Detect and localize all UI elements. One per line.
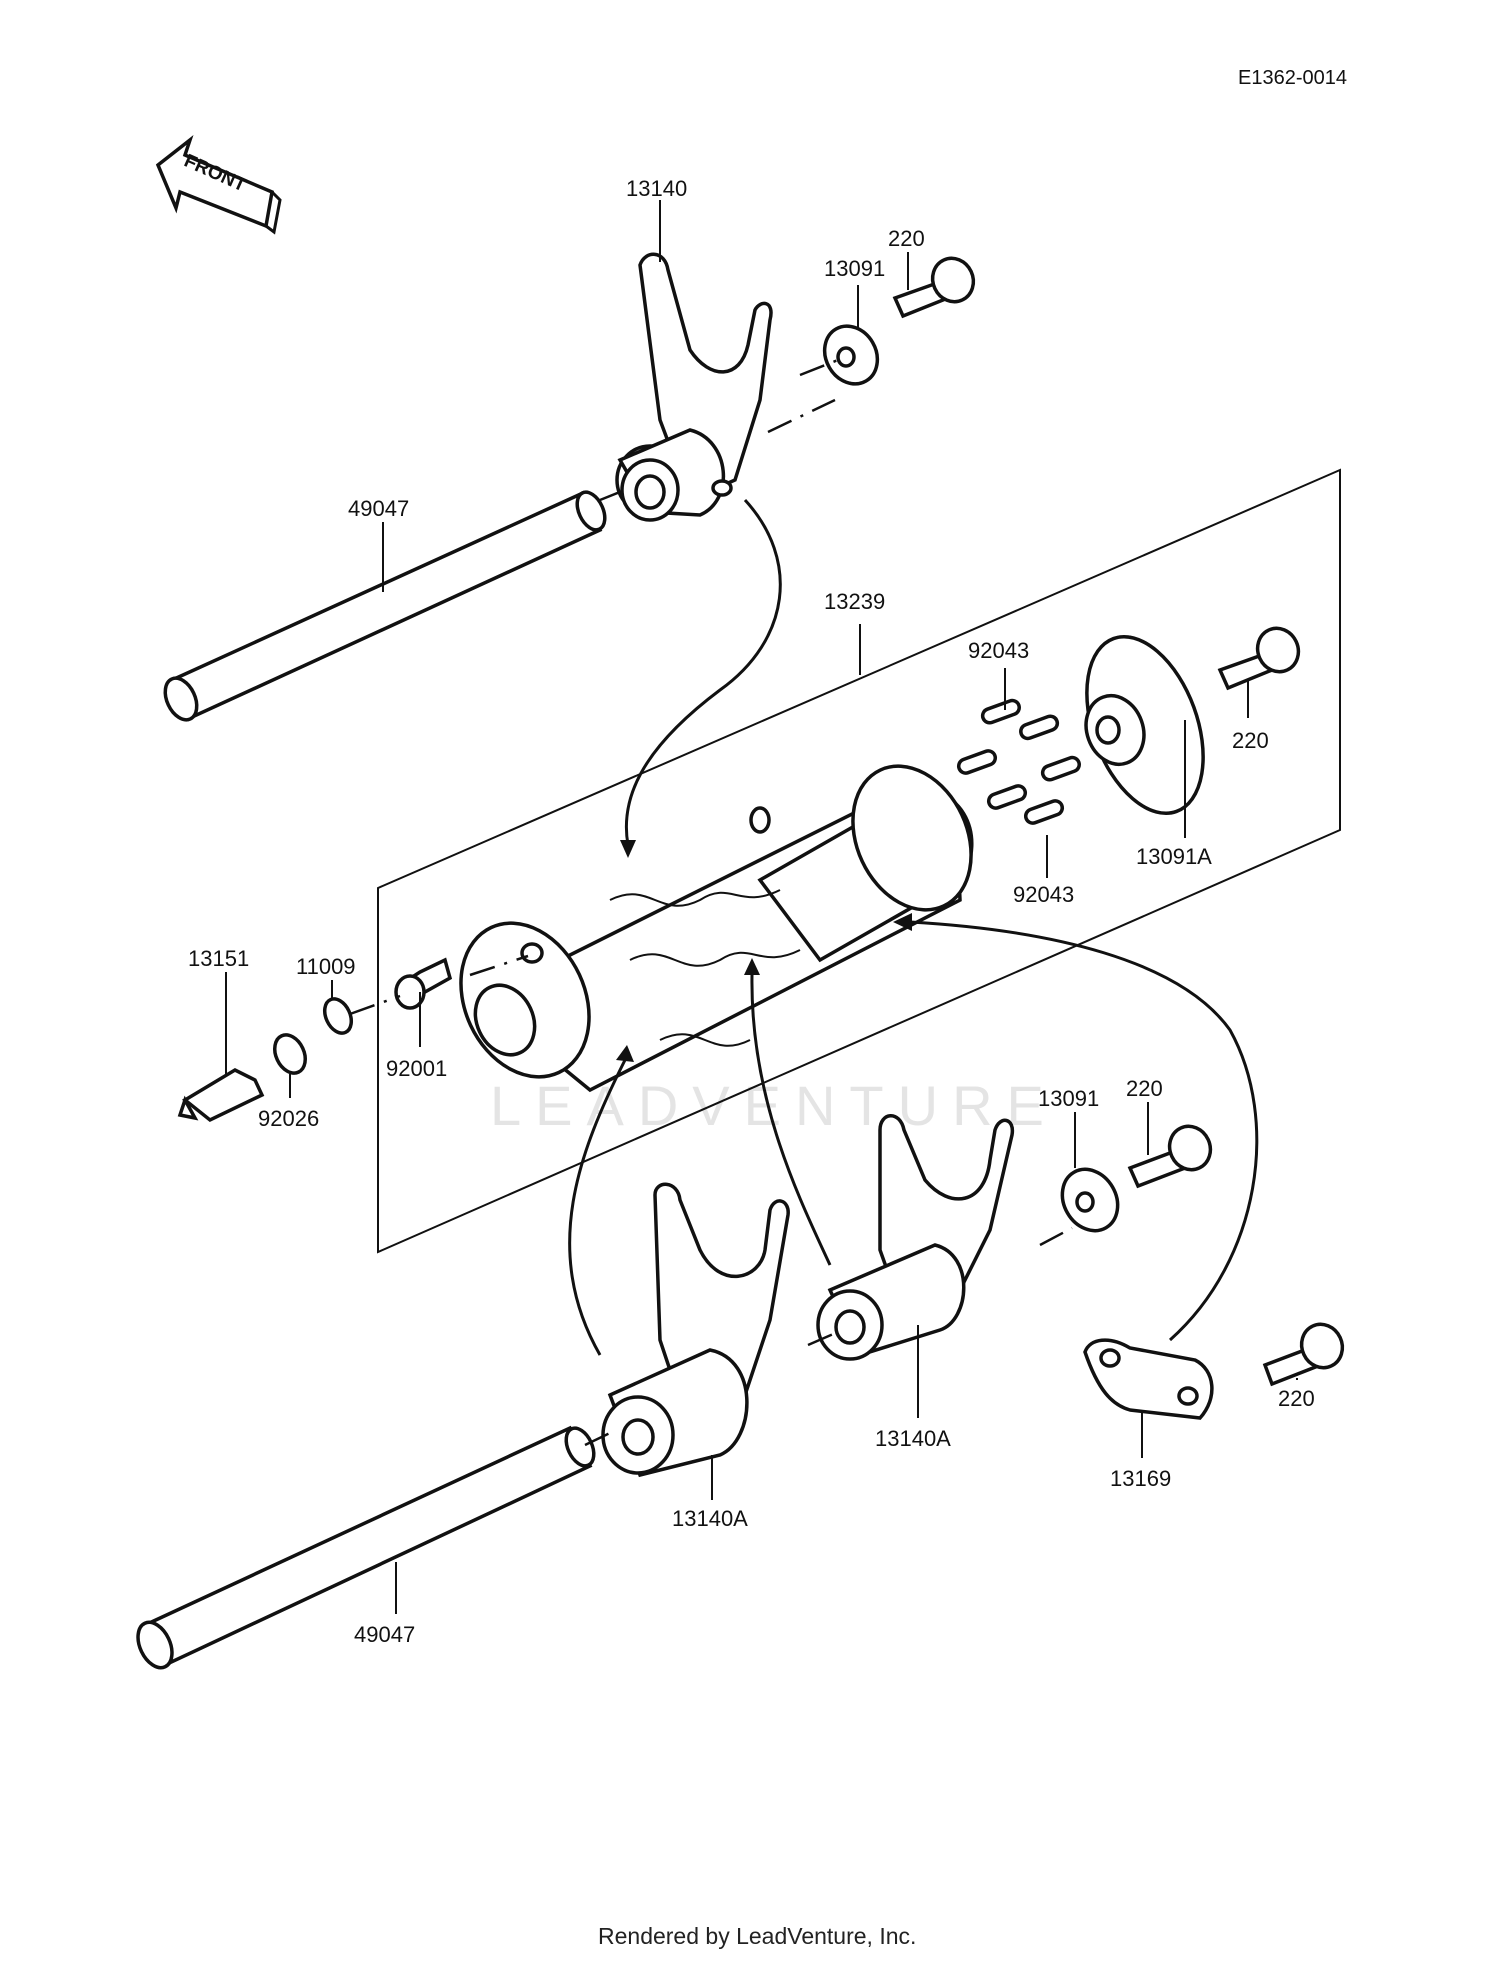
callout-92043-upper: 92043 bbox=[968, 638, 1029, 663]
neutral-switch bbox=[177, 1068, 265, 1123]
pins-group bbox=[956, 698, 1081, 825]
shaft-low bbox=[136, 1425, 596, 1670]
footer-credit: Rendered by LeadVenture, Inc. bbox=[598, 1923, 916, 1949]
plug bbox=[394, 957, 453, 1010]
callout-49047-low: 49047 bbox=[354, 1622, 415, 1647]
callout-13091-mid: 13091 bbox=[1038, 1086, 1099, 1111]
front-arrow-icon: FRONT bbox=[155, 135, 282, 235]
callout-92001: 92001 bbox=[386, 1056, 447, 1081]
leader-lines bbox=[225, 200, 1298, 1614]
callout-13169: 13169 bbox=[1110, 1466, 1171, 1491]
bolt-cover bbox=[1217, 626, 1301, 691]
bolt-mid bbox=[1127, 1124, 1213, 1189]
callout-220-cover: 220 bbox=[1232, 728, 1269, 753]
shift-fork-low bbox=[601, 1182, 790, 1478]
ref-code: E1362-0014 bbox=[1238, 67, 1347, 89]
callout-13140A-mid: 13140A bbox=[875, 1426, 951, 1451]
callout-13151: 13151 bbox=[188, 946, 249, 971]
holder bbox=[1083, 1338, 1214, 1420]
washer-small bbox=[322, 997, 354, 1035]
bolt-top bbox=[892, 256, 976, 319]
callout-92043-lower: 92043 bbox=[1013, 882, 1074, 907]
callout-13140A-low: 13140A bbox=[672, 1506, 748, 1531]
callout-220-mid: 220 bbox=[1126, 1076, 1163, 1101]
washer-mid bbox=[1060, 1167, 1120, 1233]
callout-49047-top: 49047 bbox=[348, 496, 409, 521]
callout-13140: 13140 bbox=[626, 176, 687, 201]
bolt-low bbox=[1262, 1322, 1345, 1387]
callout-11009: 11009 bbox=[296, 954, 356, 979]
shift-drum bbox=[459, 764, 974, 1093]
arrow-head-icon bbox=[620, 840, 636, 858]
shaft-top bbox=[163, 490, 607, 722]
callout-92026: 92026 bbox=[258, 1106, 319, 1131]
arrow-head-icon bbox=[893, 913, 912, 931]
sub-assembly-frame bbox=[377, 468, 1341, 1254]
shift-fork-mid bbox=[816, 1114, 1015, 1361]
arrow-head-icon bbox=[616, 1045, 634, 1062]
washer-top bbox=[822, 324, 880, 386]
cover-plate bbox=[1084, 634, 1205, 816]
callout-220-low: 220 bbox=[1278, 1386, 1315, 1411]
callout-220-top: 220 bbox=[888, 226, 925, 251]
arrow-head-icon bbox=[744, 958, 760, 975]
callout-13091-top: 13091 bbox=[824, 256, 885, 281]
callout-13091A: 13091A bbox=[1136, 844, 1212, 869]
shift-fork-top bbox=[615, 252, 773, 522]
callout-13239: 13239 bbox=[824, 589, 885, 614]
gasket bbox=[273, 1033, 307, 1075]
